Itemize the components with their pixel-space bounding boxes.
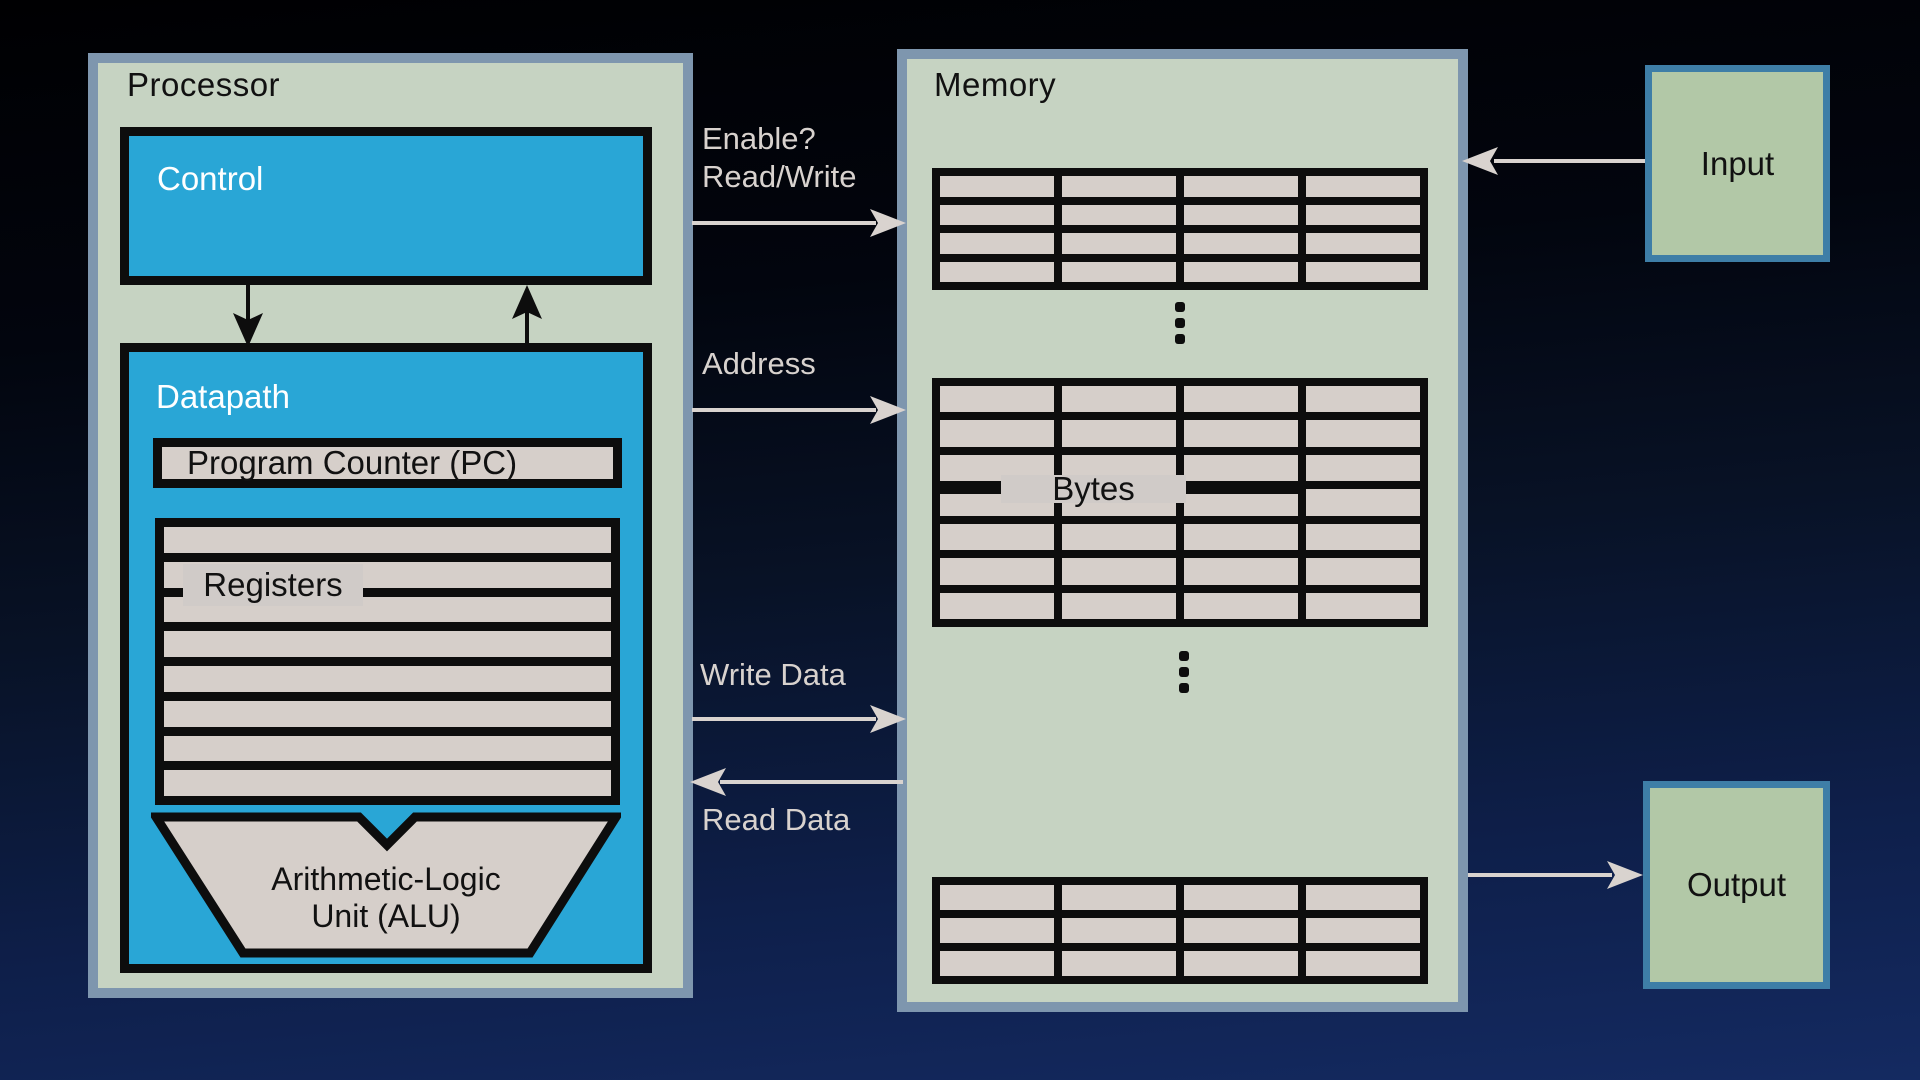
read-write-label: Read/Write (702, 159, 857, 194)
byte-cell (1062, 885, 1176, 910)
byte-cell (1306, 454, 1420, 482)
control-label: Control (157, 160, 264, 197)
byte-cell (1184, 558, 1298, 585)
enable-arrow (692, 209, 906, 237)
byte-cell (1184, 386, 1298, 413)
byte-cell (164, 631, 611, 657)
byte-cell (1306, 233, 1420, 254)
datapath-label: Datapath (156, 378, 290, 415)
alu-shape (151, 812, 621, 958)
byte-cell (940, 918, 1054, 943)
byte-cell (1306, 885, 1420, 910)
byte-cell (1184, 420, 1298, 447)
byte-cell (1062, 523, 1176, 551)
byte-cell (1306, 951, 1420, 976)
input-arrow (1462, 147, 1645, 175)
byte-cell (1306, 558, 1420, 585)
byte-cell (1184, 918, 1298, 943)
byte-cell (164, 527, 611, 553)
byte-cell (1184, 261, 1298, 282)
byte-cell (1062, 592, 1176, 619)
byte-cell (940, 558, 1054, 585)
enable-label: Enable? (702, 121, 816, 156)
memory-table-top (932, 168, 1428, 290)
byte-cell (1062, 420, 1176, 447)
program-counter-label: Program Counter (PC) (187, 444, 518, 481)
byte-cell (1062, 176, 1176, 197)
byte-cell (1306, 592, 1420, 619)
byte-cell (1062, 261, 1176, 282)
byte-cell (1062, 951, 1176, 976)
byte-cell (1062, 918, 1176, 943)
byte-cell (1184, 204, 1298, 225)
byte-cell (1184, 523, 1298, 551)
byte-cell (1184, 454, 1298, 482)
byte-cell (1062, 233, 1176, 254)
datapath-box: Datapath Program Counter (PC) Registers … (120, 343, 652, 973)
alu-label: Arithmetic-Logic Unit (ALU) (271, 861, 501, 934)
byte-cell (940, 233, 1054, 254)
byte-cell (940, 204, 1054, 225)
byte-cell (1306, 204, 1420, 225)
processor-box: Processor Control Datapath Program Count… (88, 53, 693, 998)
processor-title: Processor (127, 66, 281, 103)
address-arrow (692, 396, 906, 424)
input-label: Input (1700, 144, 1775, 182)
vertical-ellipsis-icon (1179, 651, 1189, 693)
write-data-arrow (692, 705, 906, 733)
registers-label-chip: Registers (183, 564, 363, 606)
write-data-label: Write Data (700, 657, 846, 692)
output-box: Output (1643, 781, 1830, 989)
byte-cell (940, 420, 1054, 447)
output-label: Output (1686, 866, 1787, 903)
byte-cell (164, 700, 611, 727)
bytes-label-chip: Bytes (1001, 470, 1186, 507)
address-label: Address (702, 346, 816, 381)
read-data-label: Read Data (702, 802, 851, 837)
byte-cell (1306, 386, 1420, 413)
byte-cell (1306, 918, 1420, 943)
program-counter-bar: Program Counter (PC) (153, 438, 622, 488)
byte-cell (1184, 885, 1298, 910)
byte-cell (1184, 233, 1298, 254)
byte-cell (1306, 489, 1420, 516)
byte-cell (940, 951, 1054, 976)
registers-label: Registers (203, 566, 343, 603)
byte-cell (1184, 176, 1298, 197)
byte-cell (164, 666, 611, 692)
byte-cell (1062, 204, 1176, 225)
byte-cell (1184, 951, 1298, 976)
read-data-arrow (690, 768, 903, 796)
memory-title: Memory (934, 66, 1057, 103)
byte-cell (1306, 420, 1420, 447)
byte-cell (1306, 261, 1420, 282)
byte-cell (940, 885, 1054, 910)
byte-cell (164, 770, 611, 796)
byte-cell (164, 735, 611, 762)
byte-cell (1062, 386, 1176, 413)
byte-cell (1306, 523, 1420, 551)
enable-readwrite-label: Enable? Read/Write (702, 120, 857, 196)
bytes-leader-right (1185, 484, 1303, 494)
byte-cell (1306, 176, 1420, 197)
byte-cell (1184, 592, 1298, 619)
vertical-ellipsis-icon (1175, 302, 1185, 344)
byte-cell (940, 592, 1054, 619)
memory-box: Memory Bytes (897, 49, 1468, 1012)
input-box: Input (1645, 65, 1830, 262)
byte-cell (940, 261, 1054, 282)
control-box: Control (120, 127, 652, 285)
byte-cell (1062, 558, 1176, 585)
byte-cell (940, 176, 1054, 197)
output-arrow (1468, 861, 1643, 889)
memory-table-bottom (932, 877, 1428, 984)
bytes-label: Bytes (1052, 470, 1135, 507)
bytes-leader-left (932, 484, 1002, 494)
byte-cell (940, 386, 1054, 413)
registers-table (155, 518, 620, 805)
byte-cell (940, 523, 1054, 551)
